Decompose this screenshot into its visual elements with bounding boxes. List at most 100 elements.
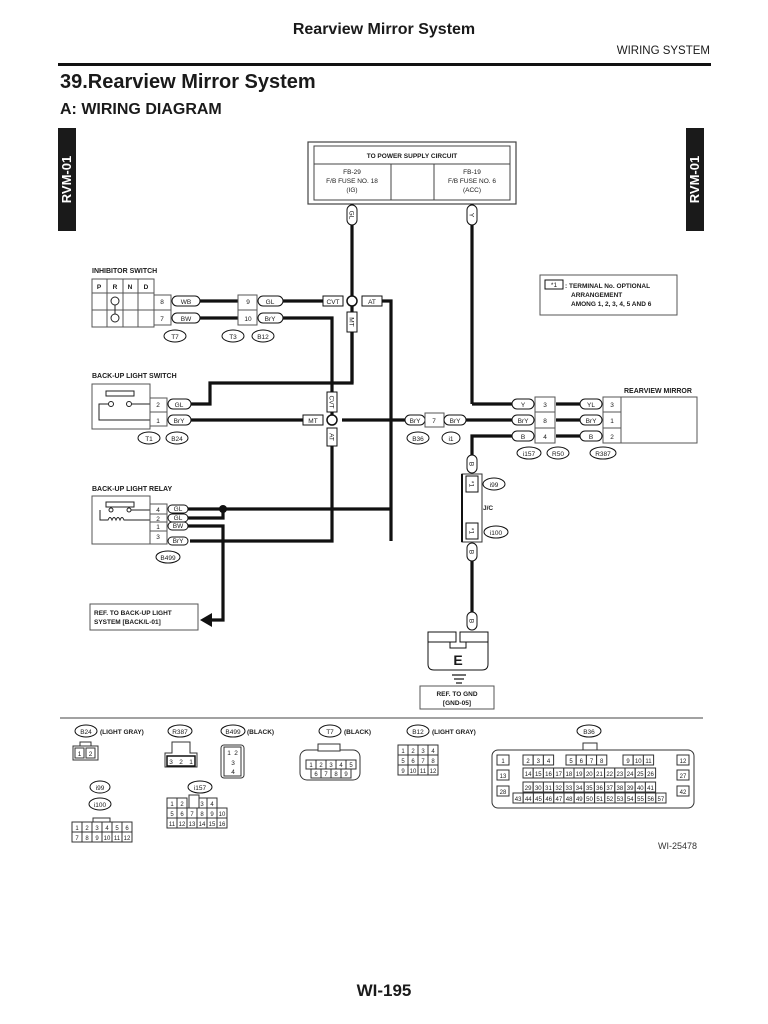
i100-pin-8-label: 8 (85, 836, 89, 842)
connector-t1: T1 (145, 436, 153, 443)
label-at-upper: AT (368, 299, 376, 306)
jc-label: J/C (483, 505, 493, 512)
relay-pin-2: 2 (156, 516, 160, 523)
b36-pin-2-label: 2 (526, 759, 530, 765)
connector-view-b12: B12 (LIGHT GRAY) (406, 724, 476, 738)
jc-wire-bottom: B (468, 550, 475, 554)
b36-pin-45-label: 45 (535, 797, 542, 803)
b24-pin-2: 2 (89, 751, 93, 758)
b36-pin-23-label: 23 (617, 772, 624, 778)
ground-wire-tag: B (468, 619, 475, 623)
i99-id: i99 (96, 785, 105, 792)
b36-pin-35-label: 35 (586, 786, 593, 792)
connector-i100: i100 (490, 530, 503, 537)
i157-pin-16-cell (216, 817, 228, 829)
t7-pin-2-label: 2 (319, 763, 323, 769)
b24-pin-1: 1 (78, 751, 82, 758)
t7-pin-9-cell (340, 768, 352, 779)
i157-pin-3-label: 3 (200, 802, 204, 808)
b36-pin-50-label: 50 (586, 797, 593, 803)
i157-pin-11-label: 11 (169, 822, 176, 828)
pos-r: R (113, 284, 118, 291)
b36-pin-40-label: 40 (637, 786, 644, 792)
relay-ref-line2: SYSTEM [BACK/L-01] (94, 619, 161, 626)
b36-pin-11-cell (642, 754, 655, 766)
junction-lower (326, 414, 338, 426)
wire-bry-out: BrY (450, 418, 462, 425)
pin-8: 8 (160, 299, 164, 306)
b36-pin-55-label: 55 (637, 797, 644, 803)
b36-pin-41-cell (644, 781, 657, 793)
b36-pin-31-label: 31 (545, 786, 552, 792)
note-line3: AMONG 1, 2, 3, 4, 5 AND 6 (571, 301, 652, 308)
b36-pin-52-label: 52 (607, 797, 614, 803)
b12-pin-6-label: 6 (411, 759, 415, 765)
splice-point (219, 505, 227, 513)
b36-pin-13-label: 13 (500, 774, 507, 780)
label-mt-lower: MT (308, 418, 317, 425)
connector-b36: B36 (412, 436, 424, 443)
b36-pin-26-label: 26 (647, 772, 654, 778)
relay-pin-3: 3 (156, 534, 160, 541)
relay-pin-1: 1 (156, 524, 160, 531)
b499-id: B499 (225, 729, 241, 736)
i100-pin-12-label: 12 (124, 836, 131, 842)
inhibitor-switch: INHIBITOR SWITCH P R N D 8 7 WB BW T7 9 … (91, 268, 284, 343)
b36-pin-47-label: 47 (556, 797, 563, 803)
pin-3-r: 3 (610, 402, 614, 409)
subsection-title: A: WIRING DIAGRAM (60, 101, 222, 118)
b36-pin-56-label: 56 (647, 797, 654, 803)
i100-id: i100 (94, 802, 107, 809)
wire-bry-in: BrY (410, 418, 422, 425)
t7-pin-4-label: 4 (339, 763, 343, 769)
i157-id: i157 (194, 785, 207, 792)
wire-tag-gl-power: GL (346, 204, 358, 226)
b12-pin-2-label: 2 (411, 749, 415, 755)
joint-connector: B *1 *1 J/C i99 i100 B B (461, 454, 509, 631)
b36-pin-26-cell (644, 767, 657, 779)
ground-ref-line2: [GND-05] (443, 700, 471, 707)
pin-1: 1 (156, 418, 160, 425)
power-supply-box: TO POWER SUPPLY CIRCUIT FB-29 F/B FUSE N… (307, 141, 517, 205)
i157-pin-6-label: 6 (180, 812, 184, 818)
wire-bw: BW (181, 316, 192, 323)
label-cvt-upper: CVT (327, 299, 340, 306)
i157-pin-13-label: 13 (189, 822, 196, 828)
b36-pin-19-label: 19 (576, 772, 583, 778)
connector-view-i157: i157 (187, 780, 213, 794)
b12-color: (LIGHT GRAY) (432, 729, 476, 736)
b499-color: (BLACK) (247, 729, 274, 736)
i100-pin-9-label: 9 (95, 836, 99, 842)
b36-pin-27-label: 27 (680, 774, 687, 780)
i157-pin-9-label: 9 (210, 812, 214, 818)
b36-pin-1-label: 1 (501, 759, 505, 765)
b36-pin-9-label: 9 (626, 759, 630, 765)
b36-pin-36-label: 36 (596, 786, 603, 792)
power-supply-title: TO POWER SUPPLY CIRCUIT (367, 153, 458, 160)
b36-pin-46-label: 46 (545, 797, 552, 803)
b36-pin-57-cell (655, 792, 667, 804)
wire-tag-gl-text: GL (348, 211, 355, 220)
i100-pin-12-cell (121, 831, 133, 843)
pin-7: 7 (160, 316, 164, 323)
fuse-right-mode: (ACC) (463, 187, 481, 194)
i157-pin-2-label: 2 (180, 802, 184, 808)
b12-pin-12-label: 12 (430, 769, 437, 775)
b36-pin-33-label: 33 (566, 786, 573, 792)
b499-pin-3: 3 (231, 760, 235, 767)
r387-pin-1: 1 (189, 759, 193, 766)
connector-t3: T3 (229, 334, 237, 341)
b36-pin-21-label: 21 (596, 772, 603, 778)
b36-pin-6-label: 6 (580, 759, 584, 765)
jc-wire-top: B (468, 462, 475, 466)
wire-b-r: B (589, 434, 593, 441)
pos-p: P (97, 284, 102, 291)
wire-bry: BrY (518, 418, 530, 425)
wire-bry-mid: BrY (265, 316, 277, 323)
i100-pin-6-label: 6 (125, 826, 129, 832)
b36-pin-38-label: 38 (617, 786, 624, 792)
b36-pin-25-label: 25 (637, 772, 644, 778)
t7-pin-1-label: 1 (309, 763, 313, 769)
